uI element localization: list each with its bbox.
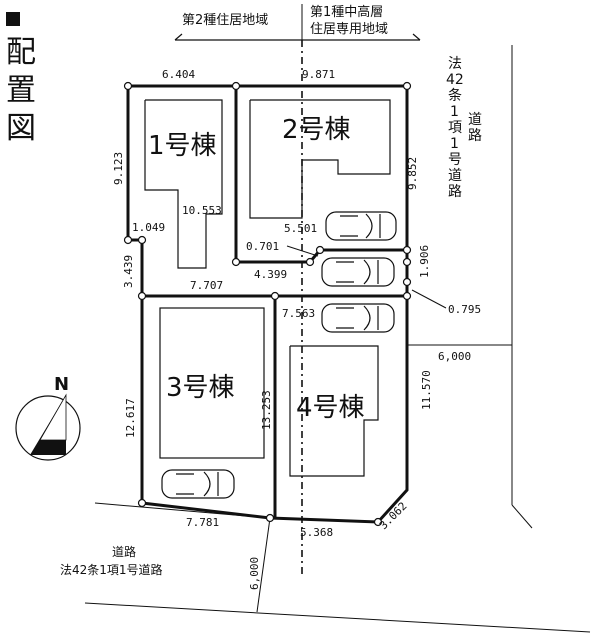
title-marker: [6, 12, 20, 26]
svg-text:1: 1: [450, 136, 459, 152]
car-icon-3: [321, 303, 395, 333]
svg-text:法: 法: [448, 56, 462, 72]
building-1-outline: [144, 99, 223, 269]
title-char-1: 配: [6, 35, 36, 70]
building-2-outline: [249, 99, 391, 219]
zone-arrow-left: [174, 33, 183, 41]
svg-text:路: 路: [448, 184, 462, 200]
building-4-outline: [289, 345, 379, 477]
compass-n: N: [54, 374, 69, 395]
dim-left-3: 12.617: [124, 398, 137, 438]
svg-text:1: 1: [450, 104, 459, 120]
leader-lines: [286, 245, 447, 309]
building-3-label: 3号棟: [166, 373, 235, 403]
svg-text:号: 号: [448, 152, 462, 168]
building-2-label: 2号棟: [282, 115, 351, 145]
compass: N: [15, 374, 81, 461]
road-east-label: 法 42 条 1 項 1 号 道 路 道 路: [446, 56, 482, 200]
dim-7707: 7.707: [190, 279, 223, 292]
dim-left-2: 3.439: [122, 255, 135, 288]
car-icon-4: [161, 469, 235, 499]
dim-4399: 4.399: [254, 268, 287, 281]
zone-first-line2: 住居専用地域: [310, 22, 388, 37]
building-4-label: 4号棟: [296, 393, 365, 423]
road-south-line2: 法42条1項1号道路: [60, 562, 163, 577]
dim-bottom-5368: 5.368: [300, 526, 333, 539]
dim-right-9852: 9.852: [406, 157, 419, 190]
dim-right-0795: 0.795: [448, 303, 481, 316]
svg-text:路: 路: [468, 128, 482, 144]
zone-arrow-right: [412, 33, 421, 41]
cars: [161, 211, 397, 499]
svg-text:道: 道: [468, 112, 482, 128]
zone-first-line1: 第1種中高層: [310, 4, 383, 20]
dim-right-11570: 11.570: [420, 370, 433, 410]
building-outlines: [144, 99, 391, 477]
corner-markers: [123, 81, 412, 527]
dim-1049: 1.049: [132, 221, 165, 234]
car-icon-1: [325, 211, 397, 241]
zone-second: 第2種住居地域: [182, 12, 268, 28]
road-south-line1: 道路: [112, 544, 136, 559]
dim-top-2: 9.871: [302, 68, 335, 81]
dim-right-1906: 1.906: [418, 245, 431, 278]
svg-text:条: 条: [448, 87, 462, 104]
dim-13253: 13.253: [260, 390, 273, 430]
car-icon-2: [321, 257, 395, 287]
dim-10553: 10.553: [182, 204, 222, 217]
svg-text:42: 42: [446, 72, 464, 88]
dim-bottom-7781: 7.781: [186, 516, 219, 529]
south-road-width-line: [256, 517, 271, 613]
dim-left-1: 9.123: [112, 152, 125, 185]
building-1-label: 1号棟: [148, 131, 217, 161]
east-road-corner: [511, 504, 533, 529]
road-south-width: 6,000: [248, 557, 261, 590]
road-east-width: 6,000: [438, 350, 471, 363]
building-3-outline: [159, 307, 265, 459]
title-char-2: 置: [6, 73, 36, 108]
title-char-3: 図: [6, 111, 36, 146]
svg-text:道: 道: [448, 168, 462, 184]
dim-7563: 7.563: [282, 307, 315, 320]
svg-text:項: 項: [448, 120, 462, 136]
dim-top-1: 6.404: [162, 68, 195, 81]
south-road-lower-edge: [84, 602, 591, 633]
dim-5501: 5.501: [284, 222, 317, 235]
dim-0701: 0.701: [246, 240, 279, 253]
